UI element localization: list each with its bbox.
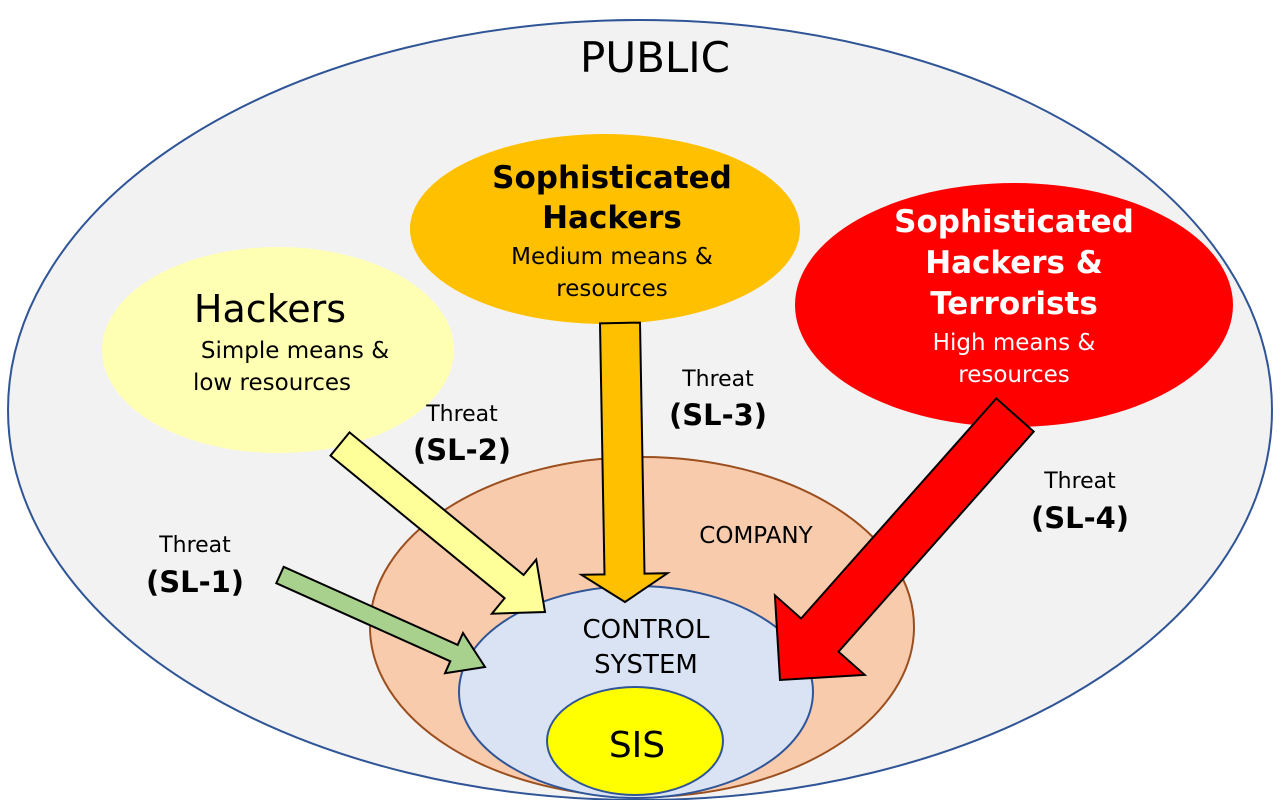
- control-system-label: SYSTEM: [594, 650, 698, 680]
- actor-sophisticated-hackers: [410, 134, 800, 324]
- actor-title: Sophisticated: [894, 204, 1134, 240]
- threat-arrow-sl4: [773, 396, 1036, 682]
- threat-word: Threat: [681, 367, 754, 392]
- actor-desc: Medium means &: [511, 244, 713, 270]
- actor-desc: low resources: [193, 370, 351, 396]
- actor-hackers: [102, 247, 454, 453]
- threat-arrow-sl1: [274, 565, 487, 675]
- actor-desc: resources: [958, 362, 1069, 388]
- threat-level: (SL-3): [669, 398, 767, 432]
- threat-level: (SL-1): [146, 565, 244, 599]
- actor-title: Sophisticated: [492, 160, 732, 196]
- sis-label: SIS: [609, 725, 665, 766]
- actor-desc: resources: [556, 276, 667, 302]
- company-label: COMPANY: [699, 523, 813, 549]
- actor-title: Hackers: [194, 287, 346, 331]
- public-label: PUBLIC: [580, 33, 730, 82]
- threat-arrow-sl3: [578, 321, 671, 604]
- threat-arrow-sl2: [329, 430, 547, 615]
- actor-title: Terrorists: [930, 286, 1098, 322]
- threat-level: (SL-4): [1031, 501, 1129, 535]
- actor-desc: Simple means &: [201, 338, 389, 364]
- threat-word: Threat: [158, 533, 231, 558]
- actor-title: Hackers: [542, 200, 682, 236]
- actor-desc: High means &: [933, 330, 1096, 356]
- actor-terrorists: [795, 183, 1233, 427]
- actor-title: Hackers &: [925, 245, 1103, 281]
- sis-zone: [546, 686, 724, 796]
- threat-word: Threat: [425, 402, 498, 427]
- control-system-label: CONTROL: [583, 615, 710, 645]
- threat-level: (SL-2): [413, 433, 511, 467]
- threat-word: Threat: [1043, 469, 1116, 494]
